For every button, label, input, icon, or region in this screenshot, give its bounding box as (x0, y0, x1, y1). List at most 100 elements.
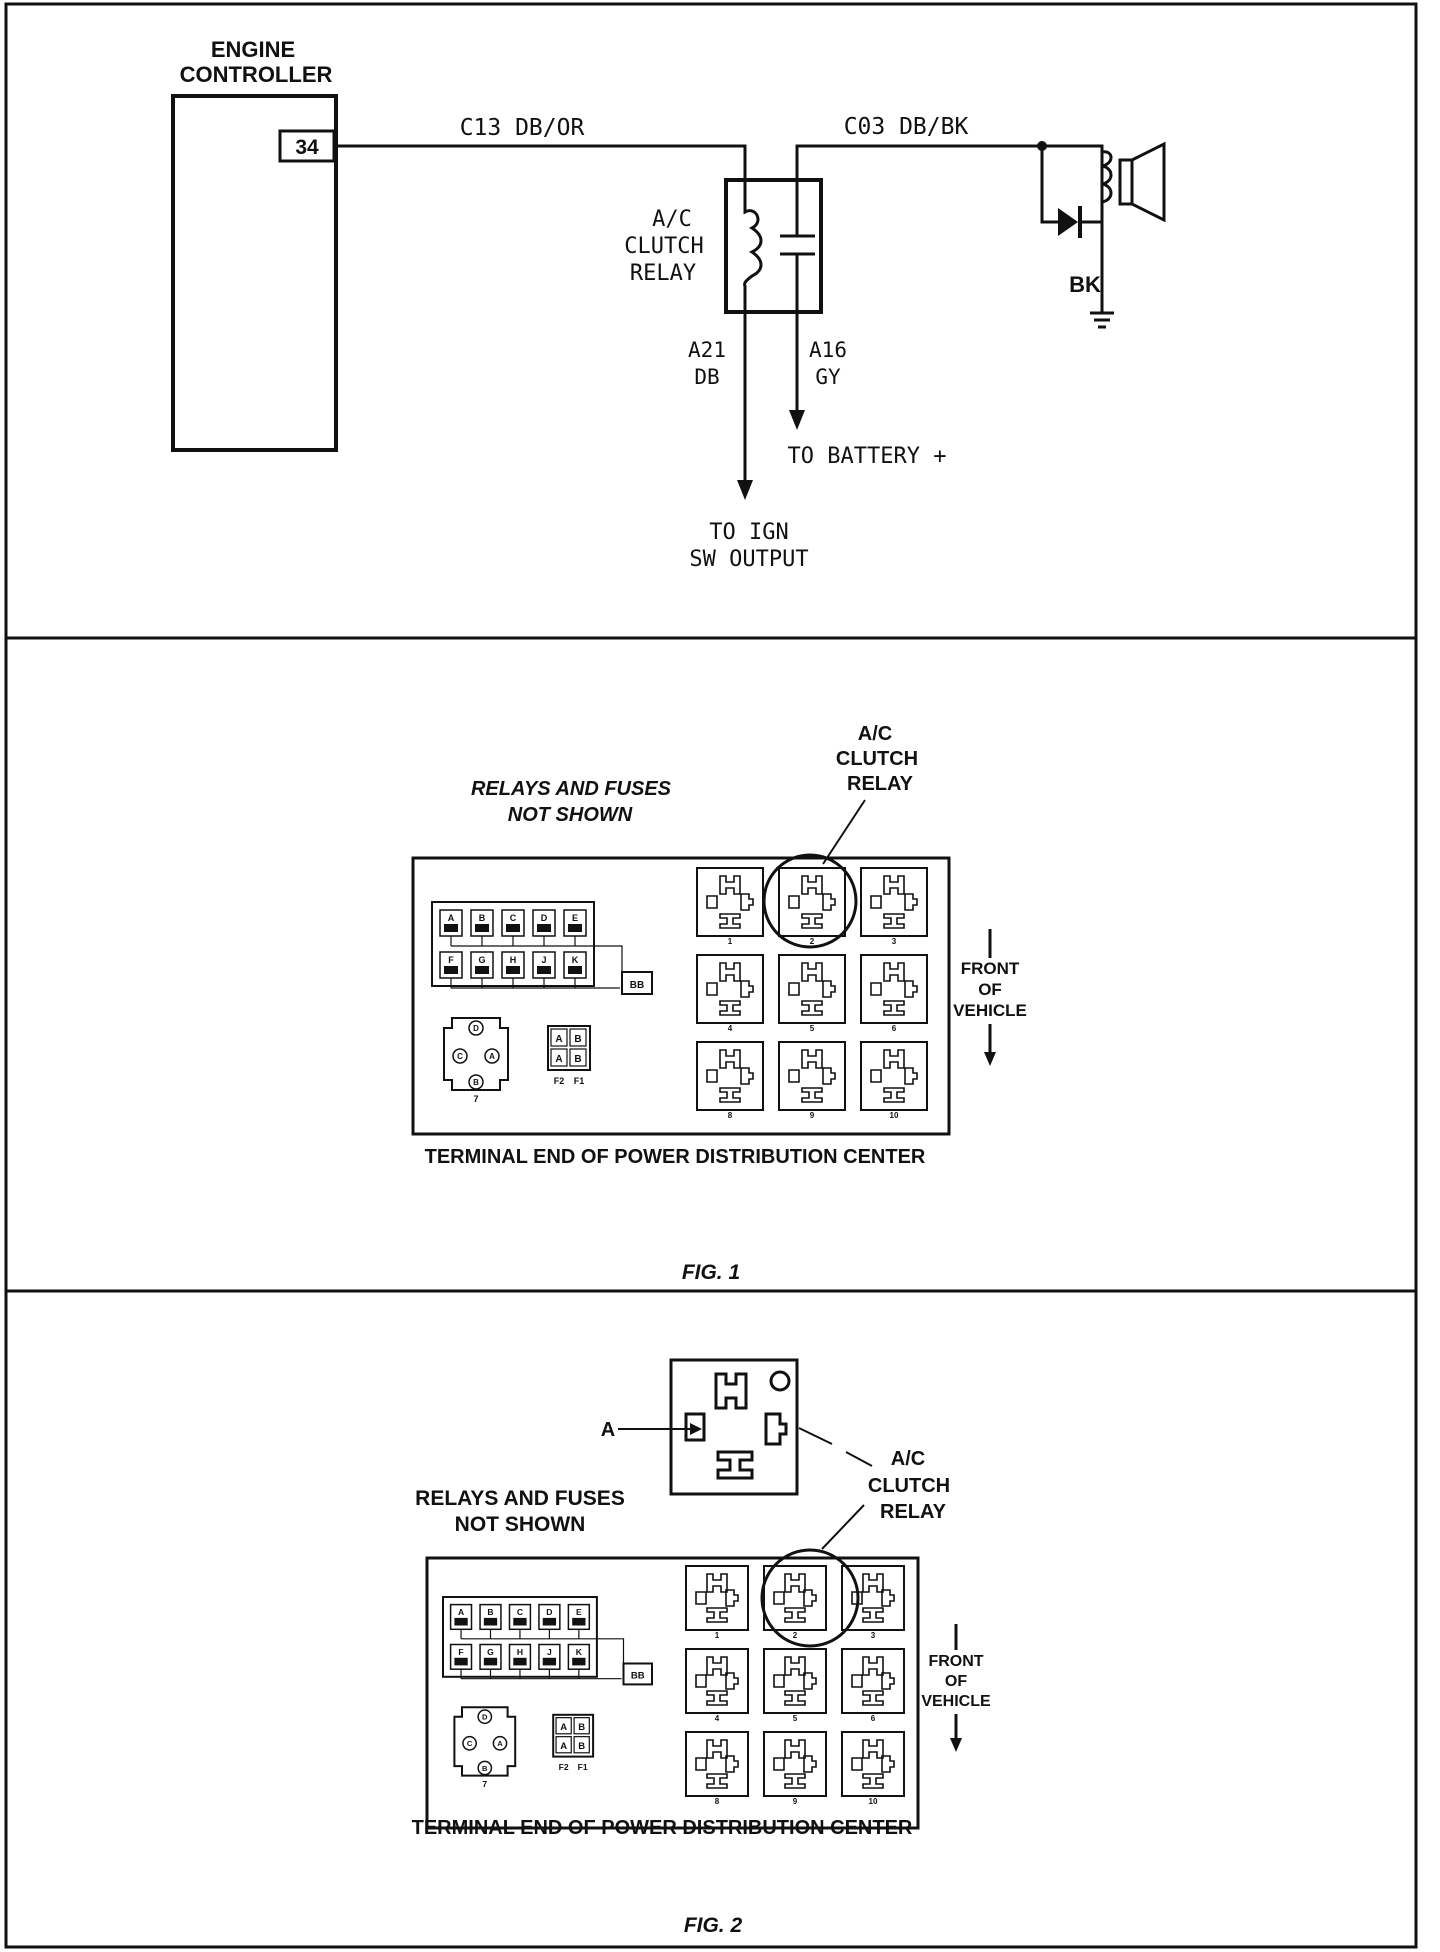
bb-terminal-label: BB (630, 980, 644, 991)
relay-terminal-bottom (862, 1607, 884, 1623)
relay-terminal-right (881, 1755, 895, 1773)
relay-label-line2: CLUTCH (624, 234, 703, 259)
fuse-terminal (506, 924, 520, 932)
relay-terminal-right (881, 1589, 895, 1607)
connector-cavity-label: A (489, 1052, 495, 1061)
wire-a21-label-line2: DB (694, 365, 719, 389)
relay-terminal-bottom (862, 1773, 884, 1789)
relay-terminal-top (706, 1656, 728, 1676)
fuse-cavity (508, 1603, 532, 1631)
fuse-terminal (537, 966, 551, 974)
relay-terminal-top (862, 1573, 884, 1593)
relay-terminal-right (740, 1067, 754, 1085)
fig1-front-line1: FRONT (961, 959, 1020, 978)
relay-number: 1 (715, 1631, 720, 1640)
f-block-cell (555, 1717, 572, 1735)
relay-terminal-bottom (862, 1690, 884, 1706)
relay-terminal-bottom (706, 1607, 728, 1623)
relay-terminal-right (822, 1067, 836, 1085)
relay-terminal-top (706, 1573, 728, 1593)
relay-cavity (841, 1565, 905, 1631)
connector-cavity (477, 1709, 493, 1725)
f-block-letter: B (574, 1034, 581, 1045)
bk-ground-label: BK (1069, 272, 1101, 297)
f-block-letter: A (555, 1054, 562, 1065)
f-block-cell (573, 1717, 590, 1735)
connector-cavity (468, 1074, 484, 1090)
busbar-line (461, 1638, 625, 1664)
relay-terminal-bottom (719, 913, 741, 929)
fig1-note-line2: NOT SHOWN (508, 804, 633, 826)
relay-terminal-right (904, 980, 918, 998)
relay-terminal-top (784, 1739, 806, 1759)
relay-terminal-top (719, 1049, 741, 1069)
fig2-callout-leader-upper (798, 1427, 833, 1445)
fuse-terminal (568, 966, 582, 974)
connector-cavity-label: C (467, 1739, 473, 1748)
relay-terminal-top (801, 875, 823, 895)
pin-34-label: 34 (295, 136, 319, 159)
to-ign-label-line1: TO IGN (709, 520, 788, 545)
relay-terminal-left (870, 982, 882, 996)
relay-terminal-top (784, 1573, 806, 1593)
connector-cavity-label: C (457, 1052, 463, 1061)
fig2-relay-detail-terminals (684, 1370, 791, 1480)
engine-controller-label-line2: CONTROLLER (180, 62, 333, 87)
relay-terminal-left (773, 1757, 785, 1771)
relay-number: 4 (728, 1024, 733, 1033)
fig1-relay-callout-line3: RELAY (847, 773, 914, 795)
relay-terminal-top (862, 1656, 884, 1676)
connector-cavity (452, 1048, 468, 1064)
relay-terminal-right (725, 1672, 739, 1690)
connector-7-number: 7 (482, 1779, 487, 1789)
relay-terminal-bottom (883, 1000, 905, 1016)
fuse-terminal (542, 1617, 557, 1626)
relay-terminal-bottom (706, 1690, 728, 1706)
fig2-relay-callout-line2: CLUTCH (868, 1475, 950, 1497)
fuse-terminal (444, 966, 458, 974)
relay-terminal-right (904, 893, 918, 911)
fuse-terminal (568, 924, 582, 932)
fig2-highlight-circle (760, 1548, 860, 1648)
relay-terminal-bottom (706, 1773, 728, 1789)
connector-cavity-label: D (482, 1713, 488, 1722)
f-block-cell (569, 1028, 587, 1047)
relay-terminal-top (883, 962, 905, 982)
f-block-letter: A (560, 1722, 567, 1733)
to-ign-label-line2: SW OUTPUT (689, 547, 808, 572)
relay-number: 6 (871, 1714, 876, 1723)
to-battery-label: TO BATTERY + (788, 444, 947, 469)
connector-cavity (477, 1760, 493, 1776)
fig1-front-line2: OF (978, 980, 1002, 999)
fuse-terminal (454, 1657, 468, 1666)
bb-terminal-box (622, 1662, 653, 1686)
relay-number: 8 (715, 1797, 720, 1806)
fig2-front-line3: VEHICLE (921, 1693, 991, 1710)
relay-terminal-top (706, 1739, 728, 1759)
relay-terminal-top (784, 1656, 806, 1676)
fuse-cavity (449, 1603, 473, 1631)
fuse-terminal (513, 1617, 527, 1626)
fig1-label: FIG. 1 (682, 1261, 740, 1284)
f-block-cell (569, 1048, 587, 1067)
relay-terminal-left (695, 1591, 707, 1605)
connector-7-outline (443, 1017, 509, 1091)
relay-terminal-bottom (801, 1000, 823, 1016)
f-label: F2 (554, 1076, 565, 1086)
fig1-relay-callout-line1: A/C (858, 723, 892, 745)
fig2-pdc-outline (425, 1556, 920, 1830)
arrow-down-icon-ign (737, 480, 753, 500)
relay-terminal-right (881, 1672, 895, 1690)
fuse-cavity-label: H (510, 955, 517, 965)
fuse-cavity-label: F (458, 1647, 463, 1657)
engine-controller-label-line1: ENGINE (211, 37, 295, 62)
fuse-cavity-label: J (547, 1647, 552, 1657)
relay-terminal-right (725, 1589, 739, 1607)
relay-coil-icon (743, 180, 763, 312)
connector-7-number: 7 (473, 1094, 478, 1104)
wire-c03-label: C03 DB/BK (844, 114, 969, 140)
